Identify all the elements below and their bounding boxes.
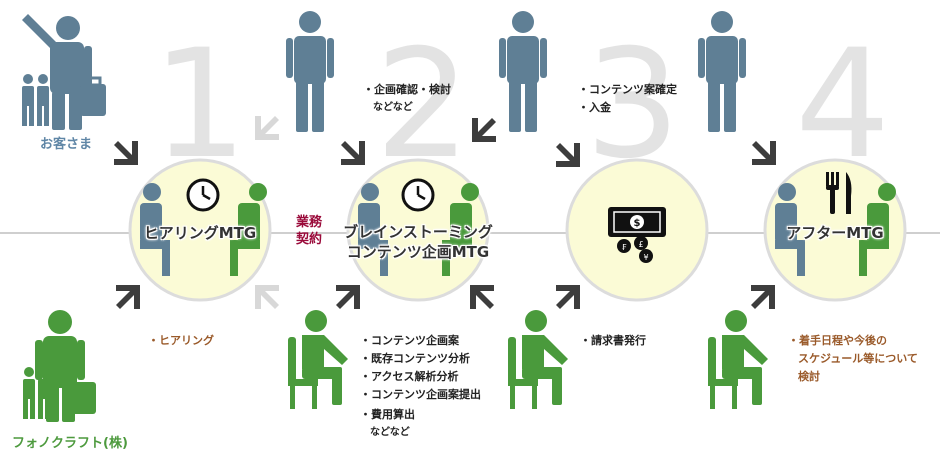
meeting-scene-1 [140,178,267,276]
customer-note-step2: ・企画確認・検討 などなど [363,81,451,117]
note-item: ・コンテンツ案確定 [578,83,677,96]
arrow-icon [114,141,138,165]
clock-icon [401,178,435,212]
step-number-2: 2 [375,18,471,192]
arrow-icon [336,285,360,309]
note-item: ・企画確認・検討 [363,83,451,96]
step-title-2: ブレインストーミング コンテンツ企画MTG [343,223,493,261]
money-icon: $ ₣ £ ¥ [608,207,666,263]
customer-figure-main [22,14,106,130]
clock-icon [186,178,220,212]
company-figure-step4 [708,310,768,409]
customer-figure-step4 [698,11,746,132]
customer-figure-step3 [499,11,547,132]
note-suffix: などなど [373,102,413,113]
note-suffix: などなど [370,427,410,438]
company-note-step4: ・着手日程や今後の スケジュール等について 検討 [788,332,918,386]
svg-text:£: £ [638,240,643,249]
arrow-icon [752,141,776,165]
arrow-icon [470,285,494,309]
note-item: ・コンテンツ企画案提出 [360,388,481,401]
company-note-step1: ・ヒアリング [148,332,214,350]
note-item: ・入金 [578,101,611,114]
svg-text:¥: ¥ [643,253,648,262]
note-item: ・ヒアリング [148,334,214,347]
meeting-scene-2 [358,178,479,276]
note-item: ・コンテンツ企画案 [360,334,459,347]
arrow-icon [341,141,365,165]
contract-label-line1: 業務 [296,215,323,230]
arrow-icon [255,285,279,309]
company-note-step3: ・請求書発行 [580,332,646,350]
company-figure-main [35,310,96,422]
meeting-scene-4 [775,172,896,276]
note-item: 検討 [798,370,820,383]
step-number-3: 3 [585,18,681,192]
arrow-icon [116,285,140,309]
customer-label: お客さま [40,137,93,152]
contract-label: 業務 契約 [296,214,322,248]
contract-label-line2: 契約 [296,232,323,247]
arrow-icon [472,118,496,142]
note-item: ・費用算出 [360,408,415,421]
arrow-icon [556,285,580,309]
note-item: スケジュール等について [798,352,918,365]
note-item: ・アクセス解析分析 [360,370,459,383]
fork-knife-icon [826,172,852,214]
arrow-icon [751,285,775,309]
step-title-1: ヒアリングMTG [143,224,257,242]
company-label: フォノクラフト(株) [12,436,128,451]
step-title-4: アフターMTG [786,224,884,242]
note-item: ・既存コンテンツ分析 [360,352,470,365]
company-note-step2: ・コンテンツ企画案 ・既存コンテンツ分析 ・アクセス解析分析 ・コンテンツ企画案… [360,332,481,442]
customer-note-step3: ・コンテンツ案確定 ・入金 [578,81,677,117]
svg-text:₣: ₣ [621,243,626,252]
step-number-1: 1 [152,18,248,192]
customer-figure-step2 [286,11,334,132]
company-figure-step2 [288,310,348,409]
step-number-4: 4 [795,18,891,192]
svg-text:$: $ [634,218,641,229]
arrow-icon [255,116,279,140]
note-item: ・着手日程や今後の [788,334,887,347]
note-item: ・請求書発行 [580,334,646,347]
company-figure-step3 [508,310,568,409]
arrow-icon [556,143,580,167]
customer-children [22,74,49,126]
